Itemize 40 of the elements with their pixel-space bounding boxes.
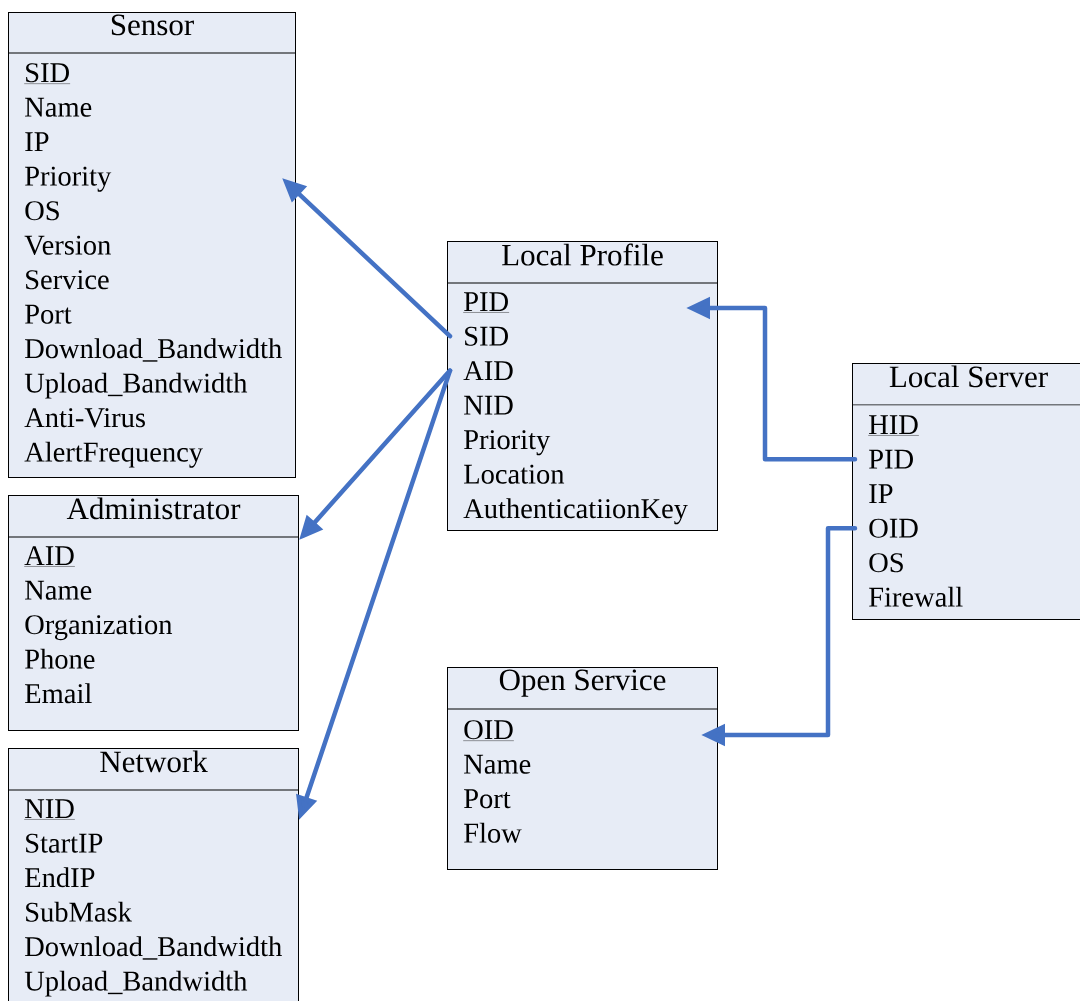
attribute-text: Download_Bandwidth: [25, 338, 282, 362]
attribute-text: NID: [464, 395, 513, 415]
attribute-text: AID: [24, 546, 76, 567]
attribute-text: OS: [25, 201, 59, 221]
attribute-text: Name: [25, 97, 92, 117]
attribute-text: HID: [868, 415, 920, 436]
attribute-text: OID: [463, 720, 515, 741]
attribute-text: Anti-Virus: [24, 408, 145, 428]
attribute-text: AuthenticatiionKey: [463, 498, 688, 525]
attribute-text: Phone: [25, 648, 95, 669]
attribute-text: AID: [463, 361, 513, 381]
attribute-text: OS: [869, 553, 903, 573]
attribute-text: Firewall: [869, 586, 963, 607]
attribute-text: Priority: [25, 166, 112, 192]
attribute-text: PID: [463, 292, 510, 313]
attribute-text: EndIP: [25, 867, 95, 888]
attribute-text: Upload_Bandwidth: [24, 970, 248, 997]
attribute-text: StartIP: [26, 833, 103, 853]
attribute-text: Upload_Bandwidth: [24, 372, 248, 399]
attribute-text: Name: [25, 580, 92, 600]
attribute-text: Flow: [464, 822, 522, 843]
attribute-text: Version: [24, 235, 111, 255]
attribute-text: IP: [869, 484, 893, 503]
attribute-text: NID: [24, 799, 76, 820]
attribute-text: Service: [26, 270, 109, 290]
attribute-text: SID: [465, 326, 508, 346]
attribute-text: Organization: [25, 615, 173, 641]
attribute-text: Location: [464, 464, 565, 484]
attribute-text: Download_Bandwidth: [25, 936, 282, 960]
attribute-text: PID: [869, 449, 913, 469]
attribute-text: Name: [464, 754, 531, 774]
attribute-text: Port: [464, 789, 511, 809]
attribute-text: SubMask: [26, 901, 132, 922]
attribute-text: SID: [24, 63, 71, 84]
attribute-text: OID: [869, 518, 918, 538]
attribute-text: Priority: [464, 430, 551, 456]
attribute-text: Email: [25, 683, 92, 704]
attribute-text: IP: [25, 132, 49, 151]
attribute-text: Port: [25, 304, 72, 324]
attribute-text: AlertFrequency: [24, 441, 203, 468]
